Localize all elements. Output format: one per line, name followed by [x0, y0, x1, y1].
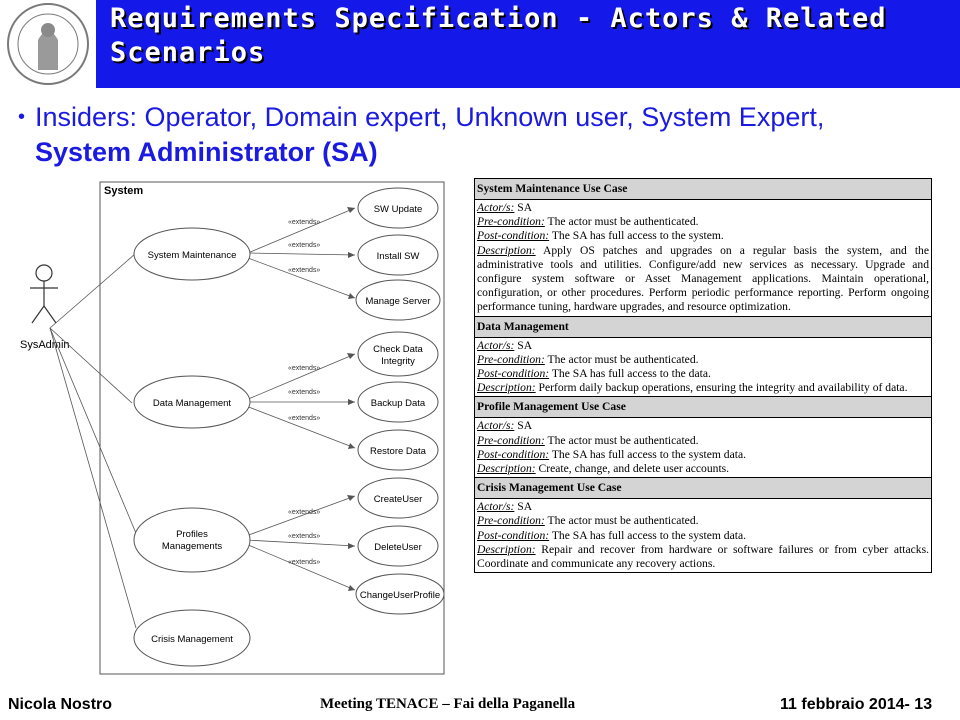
- post-label: Post-condition:: [477, 447, 550, 461]
- use-case-system-maintenance-label: System Maintenance: [148, 250, 237, 261]
- delete-user-label: DeleteUser: [374, 542, 422, 553]
- post-label: Post-condition:: [477, 229, 550, 243]
- use-case-profiles-managements: [133, 507, 251, 573]
- bullet-insiders: • Insiders: Operator, Domain expert, Unk…: [18, 100, 918, 170]
- extends-label: «extends»: [288, 267, 320, 274]
- footer-date-page: 11 febbraio 2014- 13: [780, 696, 933, 713]
- actor-value: SA: [517, 201, 533, 214]
- use-case-profiles-label-1: Profiles: [176, 529, 208, 540]
- create-user-label: CreateUser: [374, 494, 423, 505]
- post-label: Post-condition:: [477, 367, 550, 381]
- use-case-crisis-management-label: Crisis Management: [151, 634, 233, 645]
- actor-label: Actor/s:: [477, 201, 515, 214]
- actor-value: SA: [517, 500, 533, 514]
- check-data-label-1: Check Data: [373, 344, 423, 355]
- manage-server-label: Manage Server: [366, 296, 431, 307]
- extends-label: «extends»: [288, 509, 320, 516]
- install-sw-label: Install SW: [377, 251, 420, 262]
- section-body: Actor/s: SA Pre-condition: The actor mus…: [475, 338, 931, 398]
- extends-label: «extends»: [288, 559, 320, 566]
- desc-value: Apply OS patches and upgrades on a regul…: [477, 243, 929, 314]
- pre-label: Pre-condition:: [477, 433, 545, 447]
- section-body: Actor/s: SA Pre-condition: The actor mus…: [475, 200, 931, 317]
- post-value: The SA has full access to the system dat…: [551, 528, 746, 542]
- restore-data-label: Restore Data: [370, 446, 427, 457]
- extends-label: «extends»: [288, 365, 320, 372]
- university-logo: [0, 0, 96, 88]
- extends-label: «extends»: [288, 389, 320, 396]
- pre-value: The actor must be authenticated.: [547, 352, 699, 366]
- bullet-dot-icon: •: [18, 106, 26, 128]
- desc-label: Description:: [477, 381, 536, 395]
- post-value: The SA has full access to the data.: [551, 367, 711, 381]
- bullet-text-bold: System Administrator (SA): [35, 137, 378, 167]
- footer-event: Meeting TENACE – Fai della Paganella: [320, 696, 576, 712]
- desc-label: Description:: [477, 542, 536, 556]
- use-case-change-user-profile: [355, 573, 445, 615]
- extends-lines: [245, 207, 356, 591]
- desc-label: Description:: [477, 243, 536, 257]
- section-title: Crisis Management Use Case: [475, 478, 931, 500]
- bullet-text-prefix: Insiders: Operator, Domain expert, Unkno…: [35, 102, 825, 132]
- post-value: The SA has full access to the system dat…: [551, 447, 746, 461]
- change-user-profile-label: ChangeUserProfile: [360, 590, 440, 601]
- use-case-crisis-management: [133, 609, 251, 667]
- use-case-backup-data: [357, 381, 439, 423]
- slide-title: Requirements Specification - Actors & Re…: [110, 3, 887, 68]
- post-label: Post-condition:: [477, 528, 550, 542]
- section-title: System Maintenance Use Case: [475, 179, 931, 200]
- sw-update-label: SW Update: [374, 204, 423, 215]
- actor-sysadmin-icon: [30, 264, 58, 324]
- check-data-label-2: Integrity: [381, 356, 415, 367]
- desc-value: Create, change, and delete user accounts…: [538, 462, 730, 476]
- section-body: Actor/s: SA Pre-condition: The actor mus…: [475, 499, 931, 572]
- use-case-data-management-label: Data Management: [153, 398, 232, 409]
- actor-label: Actor/s:: [477, 419, 515, 433]
- use-case-create-user: [357, 477, 439, 519]
- system-label: System: [104, 185, 143, 197]
- use-case-diagram: System SysAdmin «ext: [20, 181, 445, 675]
- pre-value: The actor must be authenticated.: [547, 215, 699, 229]
- pre-value: The actor must be authenticated.: [547, 433, 699, 447]
- extends-label: «extends»: [288, 415, 320, 422]
- extends-labels: «extends» «extends» «extends» «extends» …: [288, 219, 320, 566]
- association-lines: [49, 253, 139, 629]
- desc-value: Repair and recover from hardware or soft…: [477, 542, 929, 571]
- section-title: Profile Management Use Case: [475, 397, 931, 419]
- use-case-system-maintenance: [133, 227, 251, 281]
- bullet-text: Insiders: Operator, Domain expert, Unkno…: [35, 100, 918, 170]
- extends-label: «extends»: [288, 219, 320, 226]
- desc-label: Description:: [477, 462, 536, 476]
- extends-label: «extends»: [288, 242, 320, 249]
- section-title: Data Management: [475, 316, 931, 338]
- backup-data-label: Backup Data: [371, 398, 426, 409]
- use-case-table: System Maintenance Use Case Actor/s: SA …: [474, 178, 932, 574]
- title-bar: [96, 0, 960, 88]
- actor-value: SA: [517, 419, 533, 433]
- use-case-profiles-label-2: Managements: [162, 541, 222, 552]
- use-case-restore-data: [357, 429, 439, 471]
- actor-value: SA: [517, 338, 533, 352]
- use-case-delete-user: [357, 525, 439, 567]
- use-case-data-management: [133, 375, 251, 429]
- actor-label: Actor/s:: [477, 500, 515, 514]
- extends-label: «extends»: [288, 533, 320, 540]
- pre-label: Pre-condition:: [477, 514, 545, 528]
- use-case-check-data-integrity: [357, 331, 439, 377]
- post-value: The SA has full access to the system.: [551, 229, 724, 243]
- actor-label: SysAdmin: [20, 339, 70, 351]
- pre-value: The actor must be authenticated.: [547, 514, 699, 528]
- use-case-manage-server: [355, 279, 441, 321]
- actor-label: Actor/s:: [477, 338, 515, 352]
- desc-value: Perform daily backup operations, ensurin…: [538, 381, 908, 395]
- pre-label: Pre-condition:: [477, 352, 545, 366]
- use-case-sw-update: [357, 187, 439, 229]
- section-body: Actor/s: SA Pre-condition: The actor mus…: [475, 418, 931, 479]
- use-case-install-sw: [357, 234, 439, 276]
- extends-arrowheads: [347, 207, 355, 591]
- pre-label: Pre-condition:: [477, 215, 545, 229]
- footer-author: Nicola Nostro: [8, 696, 113, 713]
